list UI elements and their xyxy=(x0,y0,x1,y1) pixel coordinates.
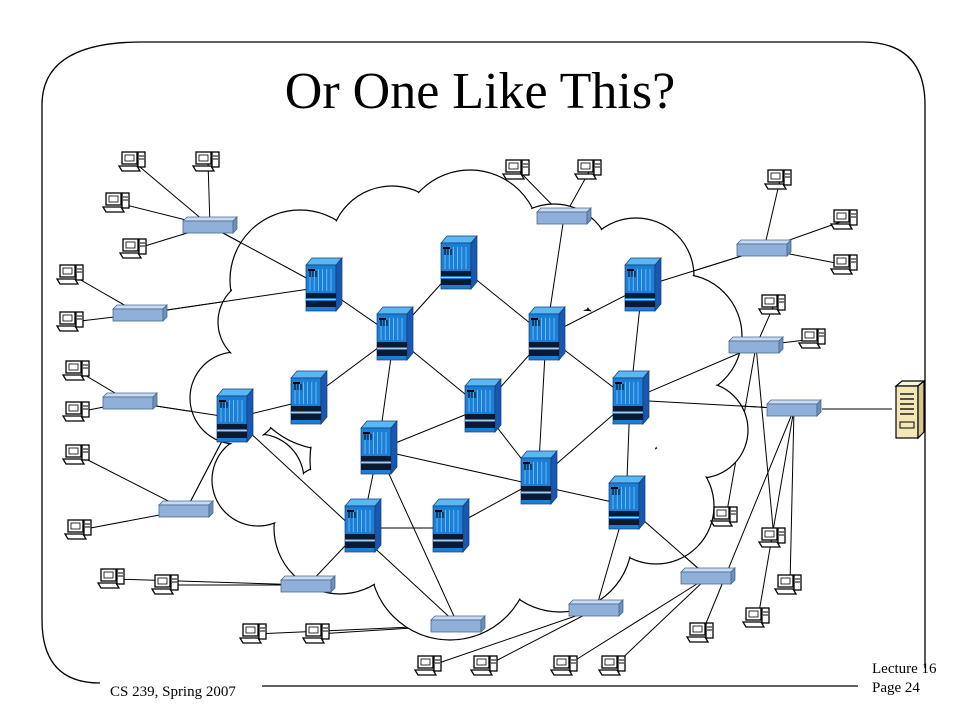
footer-page: Page 24 xyxy=(872,680,920,696)
hub-icon xyxy=(158,500,214,518)
computer-icon xyxy=(501,159,530,180)
hub-icon xyxy=(568,599,624,617)
host-link xyxy=(565,576,709,667)
computer-icon xyxy=(741,607,770,628)
server-icon xyxy=(894,379,926,440)
computer-icon xyxy=(101,192,130,213)
computer-icon xyxy=(413,655,442,676)
computer-icon xyxy=(118,238,147,259)
router-icon xyxy=(305,257,343,312)
computer-icon xyxy=(549,655,578,676)
computer-icon xyxy=(573,159,602,180)
router-icon xyxy=(612,370,650,425)
computer-icon xyxy=(597,655,626,676)
computer-icon xyxy=(238,623,267,644)
slide-border xyxy=(41,41,926,687)
computer-icon xyxy=(685,622,714,643)
router-icon xyxy=(608,475,646,530)
computer-icon xyxy=(117,151,146,172)
host-link xyxy=(133,161,211,227)
router-icon xyxy=(360,420,398,475)
computer-icon xyxy=(61,360,90,381)
computer-icon xyxy=(757,294,786,315)
computer-icon xyxy=(469,655,498,676)
host-link xyxy=(701,408,795,634)
hub-uplink xyxy=(629,345,757,401)
computer-icon xyxy=(829,209,858,230)
computer-icon xyxy=(763,169,792,190)
hub-icon xyxy=(728,336,784,354)
computer-icon xyxy=(61,444,90,465)
host-link xyxy=(112,578,309,586)
host-link xyxy=(429,608,597,667)
computer-icon xyxy=(96,568,125,589)
router-icon xyxy=(624,257,662,312)
footer-lecture: Lecture 16 xyxy=(872,661,937,677)
host-link xyxy=(755,345,775,539)
host-link xyxy=(763,179,781,250)
router-icon xyxy=(344,498,382,553)
footer-page-info: Lecture 16 Page 24 xyxy=(872,660,937,698)
computer-icon xyxy=(55,264,84,285)
host-link xyxy=(613,576,709,667)
slide-title: Or One Like This? xyxy=(284,63,676,120)
router-icon xyxy=(528,306,566,361)
router-link xyxy=(377,449,627,506)
hub-uplink xyxy=(209,225,324,288)
hub-icon xyxy=(102,392,158,410)
hub-icon xyxy=(680,567,736,585)
hub-uplink xyxy=(139,286,324,315)
hub-uplink xyxy=(377,449,459,626)
router-icon xyxy=(432,498,470,553)
host-link xyxy=(757,408,795,619)
hub-icon xyxy=(112,304,168,322)
hub-icon xyxy=(430,615,486,633)
computer-icon xyxy=(829,254,858,275)
hub-icon xyxy=(736,239,792,257)
server-layer xyxy=(894,379,926,440)
router-icon xyxy=(290,370,328,425)
computer-icon xyxy=(709,506,738,527)
hubs-layer xyxy=(102,207,822,633)
computer-icon xyxy=(757,527,786,548)
router-icon xyxy=(376,306,414,361)
router-icon xyxy=(216,388,254,443)
router-icon xyxy=(440,235,478,290)
computer-icon xyxy=(301,623,330,644)
hub-icon xyxy=(536,207,592,225)
router-icon xyxy=(464,378,502,433)
router-icon xyxy=(520,450,558,505)
footer-course: CS 239, Spring 2007 xyxy=(110,684,236,700)
routers-layer xyxy=(216,235,662,553)
hub-icon xyxy=(182,216,238,234)
host-link xyxy=(485,608,597,667)
computer-icon xyxy=(63,519,92,540)
hub-icon xyxy=(280,575,336,593)
computer-icon xyxy=(61,401,90,422)
computer-icon xyxy=(191,151,220,172)
hosts-layer xyxy=(55,151,858,676)
computer-icon xyxy=(773,574,802,595)
cloud-fill xyxy=(213,435,303,525)
computer-icon xyxy=(797,328,826,349)
host-link xyxy=(789,408,795,586)
host-link xyxy=(207,161,211,227)
hub-icon xyxy=(766,399,822,417)
computer-icon xyxy=(55,311,84,332)
computer-icon xyxy=(150,574,179,595)
